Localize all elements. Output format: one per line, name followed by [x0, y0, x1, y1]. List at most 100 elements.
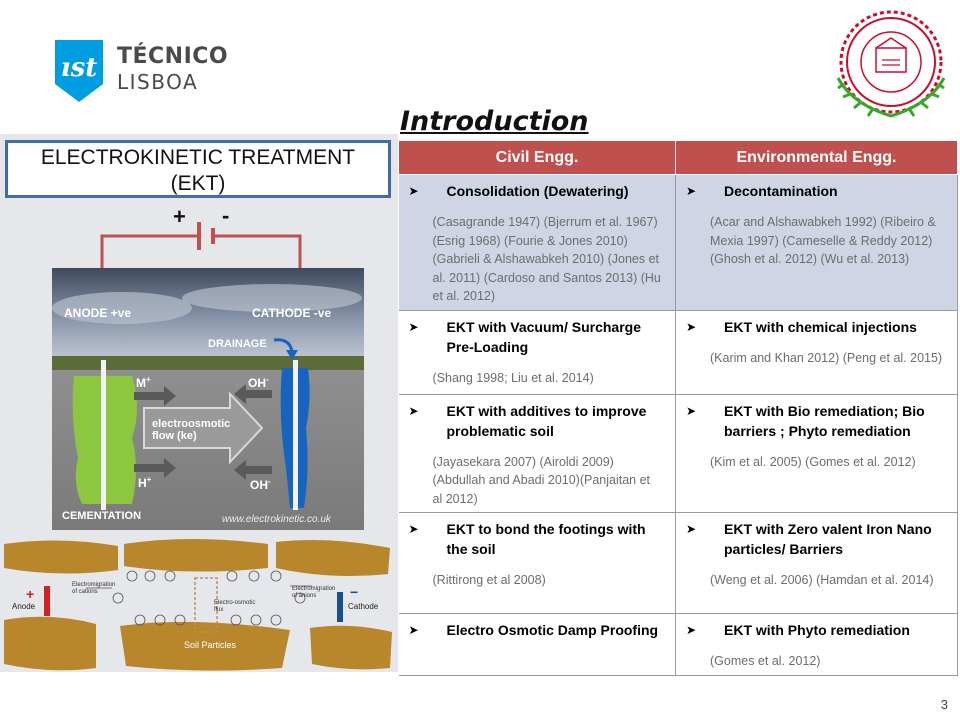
drainage-label: DRAINAGE	[208, 338, 267, 350]
m-plus-label: M+	[136, 375, 151, 390]
env-item-title: EKT with chemical injections	[724, 318, 917, 335]
battery-plus-label: +	[173, 204, 186, 229]
env-item: ➤ EKT with Zero valent Iron Nano particle…	[686, 519, 947, 559]
oh-minus-bottom-sup: -	[268, 477, 271, 486]
electroosmotic-flow-label: electroosmotic flow (ke)	[152, 418, 230, 442]
civil-refs: (Jayasekara 2007) (Airoldi 2009) (Abdull…	[432, 454, 651, 506]
slide-title: Introduction	[400, 106, 589, 137]
page-number: 3	[940, 697, 948, 712]
soil-particles-label: Soil Particles	[184, 640, 237, 650]
cathode-label: CATHODE -ve	[252, 306, 332, 320]
env-item: ➤ EKT with chemical injections	[686, 317, 947, 337]
oh-minus-top-text: OH	[248, 376, 266, 390]
h-plus-label: H+	[138, 475, 151, 490]
env-item: ➤ EKT with Phyto remediation	[686, 620, 947, 640]
cations-line1: Electromigration	[72, 582, 116, 588]
arrow-bullet-icon: ➤	[686, 319, 697, 334]
table-row: ➤EKT to bond the footings with the soil …	[398, 512, 958, 614]
anions-line1: Electromigration	[292, 586, 336, 592]
env-refs: (Acar and Alshawabkeh 1992) (Ribeiro & M…	[710, 215, 936, 266]
env-item: ➤ EKT with Bio remediation; Bio barriers …	[686, 401, 947, 441]
h-plus-sup: +	[146, 475, 152, 484]
civil-item: ➤ EKT with additives to improve problemat…	[409, 401, 666, 441]
applications-table: Civil Engg. Environmental Engg. ➤ Consoli…	[398, 140, 958, 676]
civil-cell: ➤ Consolidation (Dewatering) (Casagrande …	[398, 174, 676, 311]
civil-item-title: EKT with additives to improve problemati…	[446, 402, 647, 439]
env-cell: ➤ EKT with Phyto remediation (Gomes et al…	[675, 613, 958, 676]
table-row: ➤ Electro Osmotic Damp Proofing ➤ EKT with…	[398, 613, 958, 676]
soil-anode-label: Anode	[12, 602, 36, 611]
env-item-title: EKT with Phyto remediation	[724, 622, 910, 638]
env-cell: ➤ EKT with Bio remediation; Bio barriers …	[675, 394, 958, 513]
civil-refs: (Rittirong et al 2008)	[432, 573, 546, 587]
m-plus-sup: +	[146, 375, 151, 384]
civil-cell: ➤ Electro Osmotic Damp Proofing	[398, 613, 676, 676]
civil-refs: (Shang 1998; Liu et al. 2014)	[432, 370, 594, 385]
table-row: ➤EKT with Vacuum/ Surcharge Pre-Loading …	[398, 310, 958, 395]
civil-item: ➤ Electro Osmotic Damp Proofing	[409, 620, 666, 640]
arrow-bullet-icon: ➤	[408, 623, 419, 637]
env-refs: (Weng et al. 2006) (Hamdan et al. 2014)	[710, 573, 934, 587]
logo-text-lisboa: LISBOA	[117, 70, 199, 94]
arrow-bullet-icon: ➤	[408, 184, 419, 198]
civil-item: ➤ EKT to bond the footings with the soil	[409, 519, 666, 559]
oh-minus-top-sup: -	[266, 375, 269, 384]
env-refs: (Gomes et al. 2012)	[710, 654, 821, 668]
table-row: ➤ EKT with additives to improve problemat…	[398, 394, 958, 513]
arrow-bullet-icon: ➤	[408, 522, 419, 536]
civil-item-title: Consolidation (Dewatering)	[446, 183, 629, 199]
env-item-title: Decontamination	[724, 183, 838, 199]
field-diagram-graphics	[52, 268, 364, 530]
arrow-bullet-icon: ➤	[686, 403, 697, 418]
anions-line2: of anions	[292, 593, 317, 599]
arrow-bullet-icon: ➤	[686, 522, 697, 536]
cations-label: Electromigration of cations	[72, 582, 115, 596]
soil-cathode-label: Cathode	[348, 602, 379, 611]
ist-shield-icon: ıst	[55, 40, 103, 102]
civil-item: ➤EKT with Vacuum/ Surcharge Pre-Loading	[409, 317, 666, 357]
soil-minus-sign: −	[350, 584, 359, 600]
arrow-bullet-icon: ➤	[686, 623, 697, 637]
h-plus-text: H	[138, 476, 147, 490]
env-cell: ➤ EKT with Zero valent Iron Nano particle…	[675, 512, 958, 614]
env-refs: (Kim et al. 2005) (Gomes et al. 2012)	[710, 454, 916, 469]
university-seal-icon	[836, 10, 946, 118]
flux-label: Electro-osmotic flux	[214, 600, 255, 614]
cations-line2: of cations	[72, 589, 98, 595]
svg-text:ıst: ıst	[61, 53, 98, 83]
oh-minus-bottom-text: OH	[250, 478, 268, 492]
m-plus-text: M	[136, 376, 146, 390]
flow-line2: flow (ke)	[152, 430, 197, 442]
website-label: www.electrokinetic.co.uk	[222, 514, 331, 525]
soil-graphics	[4, 539, 392, 671]
anode-label: ANODE +ve	[64, 306, 132, 320]
oh-minus-bottom-label: OH-	[250, 477, 271, 492]
env-cell: ➤ Decontamination (Acar and Alshawabkeh 1…	[675, 174, 958, 311]
ekt-title-box: ELECTROKINETIC TREATMENT (EKT)	[5, 140, 391, 198]
civil-item-title: EKT to bond the footings with the soil	[446, 521, 646, 557]
battery-minus-label: -	[222, 203, 230, 228]
civil-item-title: Electro Osmotic Damp Proofing	[446, 622, 659, 638]
oh-minus-top-label: OH-	[248, 375, 269, 390]
soil-plus-sign: +	[26, 586, 35, 602]
env-refs: (Karim and Khan 2012) (Peng et al. 2015)	[710, 350, 943, 365]
civil-item: ➤ Consolidation (Dewatering)	[409, 181, 666, 201]
civil-refs: (Casagrande 1947) (Bjerrum et al. 1967) …	[432, 215, 661, 303]
civil-cell: ➤EKT to bond the footings with the soil …	[398, 512, 676, 614]
soil-particles-diagram: + − Anode Cathode Electromigration of ca…	[0, 538, 395, 672]
env-item-title: EKT with Zero valent Iron Nano particles…	[724, 521, 932, 557]
header-civil: Civil Engg.	[398, 140, 676, 175]
ekt-title-line1: ELECTROKINETIC TREATMENT	[40, 146, 356, 169]
flux-line1: Electro-osmotic	[214, 600, 256, 606]
flux-line2: flux	[214, 607, 224, 613]
ekt-title-line2: (EKT)	[170, 172, 226, 195]
arrow-bullet-icon: ➤	[686, 184, 697, 198]
arrow-bullet-icon: ➤	[408, 319, 419, 334]
tecnico-lisboa-logo: ıst TÉCNICO LISBOA	[55, 40, 229, 104]
arrow-bullet-icon: ➤	[408, 403, 419, 418]
cementation-label: CEMENTATION	[62, 510, 142, 522]
table-header-row: Civil Engg. Environmental Engg.	[398, 140, 958, 175]
env-item-title: EKT with Bio remediation; Bio barriers ;…	[724, 402, 925, 439]
table-row: ➤ Consolidation (Dewatering) (Casagrande …	[398, 174, 958, 311]
logo-text-tecnico: TÉCNICO	[117, 44, 229, 69]
